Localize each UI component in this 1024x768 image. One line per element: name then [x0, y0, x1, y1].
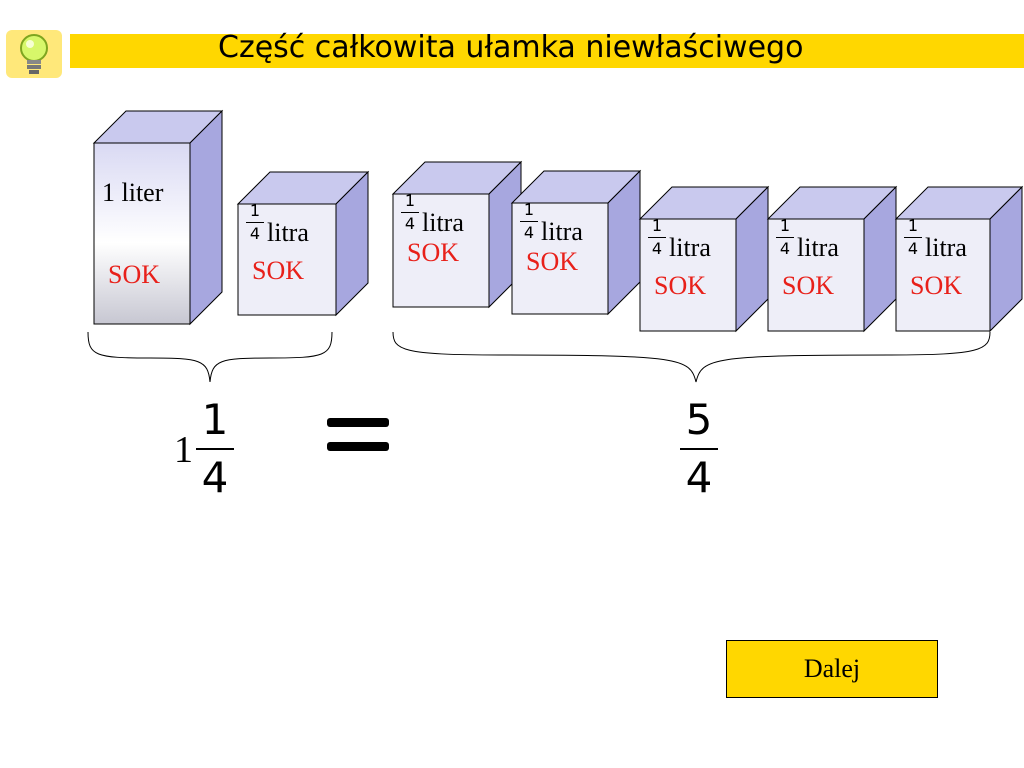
fraction-denominator: 4	[523, 223, 535, 242]
carton-quarter-sok: SOK	[526, 247, 579, 276]
carton-quarter-unit: litra	[797, 233, 839, 262]
fraction-numerator: 1	[201, 395, 229, 444]
carton-quarter-sok: SOK	[654, 271, 707, 300]
mixed-number-fraction: 1 4	[196, 398, 234, 500]
carton-quarter-sok: SOK	[252, 256, 305, 285]
carton-quarter-5	[766, 185, 898, 333]
lightbulb-icon[interactable]	[4, 28, 64, 80]
carton-quarter-unit: litra	[669, 233, 711, 262]
carton-quarter-unit: litra	[422, 208, 464, 237]
title-bar	[70, 34, 1024, 68]
mixed-number-whole: 1	[174, 429, 193, 471]
fraction-numerator: 5	[685, 395, 713, 444]
left-brace	[87, 331, 333, 383]
carton-quarter-sok: SOK	[910, 271, 963, 300]
right-brace	[392, 331, 991, 383]
equals-sign	[327, 418, 389, 451]
carton-1-liter-label: 1 liter	[102, 178, 164, 207]
fraction-denominator: 4	[201, 453, 229, 502]
next-button[interactable]: Dalej	[726, 640, 938, 698]
improper-fraction: 5 4	[680, 398, 718, 500]
carton-quarter-unit: litra	[925, 233, 967, 262]
fraction-denominator: 4	[779, 239, 791, 258]
page-title: Część całkowita ułamka niewłaściwego	[218, 30, 804, 65]
fraction-denominator: 4	[685, 453, 713, 502]
carton-quarter-sok: SOK	[782, 271, 835, 300]
fraction-denominator: 4	[907, 239, 919, 258]
fraction-numerator: 1	[651, 216, 663, 235]
fraction-denominator: 4	[404, 214, 416, 233]
fraction-denominator: 4	[651, 239, 663, 258]
carton-1-liter-sok: SOK	[108, 260, 161, 289]
fraction-numerator: 1	[404, 191, 416, 210]
carton-quarter-unit: litra	[541, 217, 583, 246]
fraction-numerator: 1	[249, 201, 261, 220]
carton-quarter-sok: SOK	[407, 238, 460, 267]
carton-quarter-unit: litra	[267, 218, 309, 247]
carton-1-liter	[92, 109, 224, 326]
fraction-numerator: 1	[523, 200, 535, 219]
fraction-numerator: 1	[907, 216, 919, 235]
fraction-numerator: 1	[779, 216, 791, 235]
fraction-denominator: 4	[249, 224, 261, 243]
